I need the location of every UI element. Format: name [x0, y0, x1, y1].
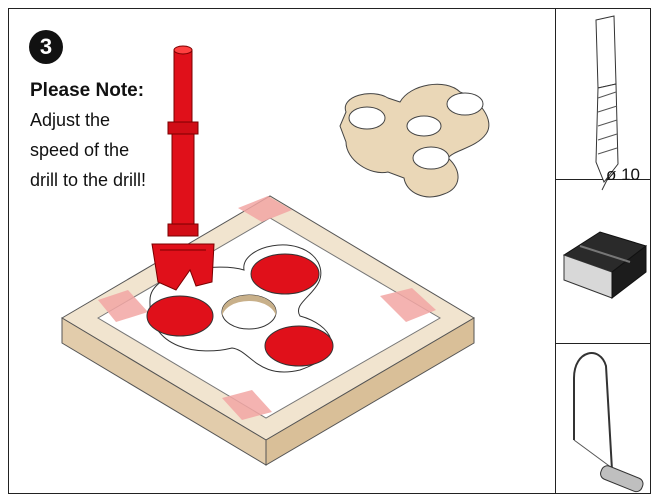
forstner-drill-icon [152, 46, 214, 290]
fret-saw-icon [574, 353, 645, 493]
wood-board-icon [62, 196, 474, 465]
fidget-spinner-icon [340, 84, 489, 197]
sanding-block-icon [564, 232, 646, 298]
drill-diameter-label: ø 10 [606, 165, 640, 185]
drill-bit-icon [596, 16, 618, 190]
